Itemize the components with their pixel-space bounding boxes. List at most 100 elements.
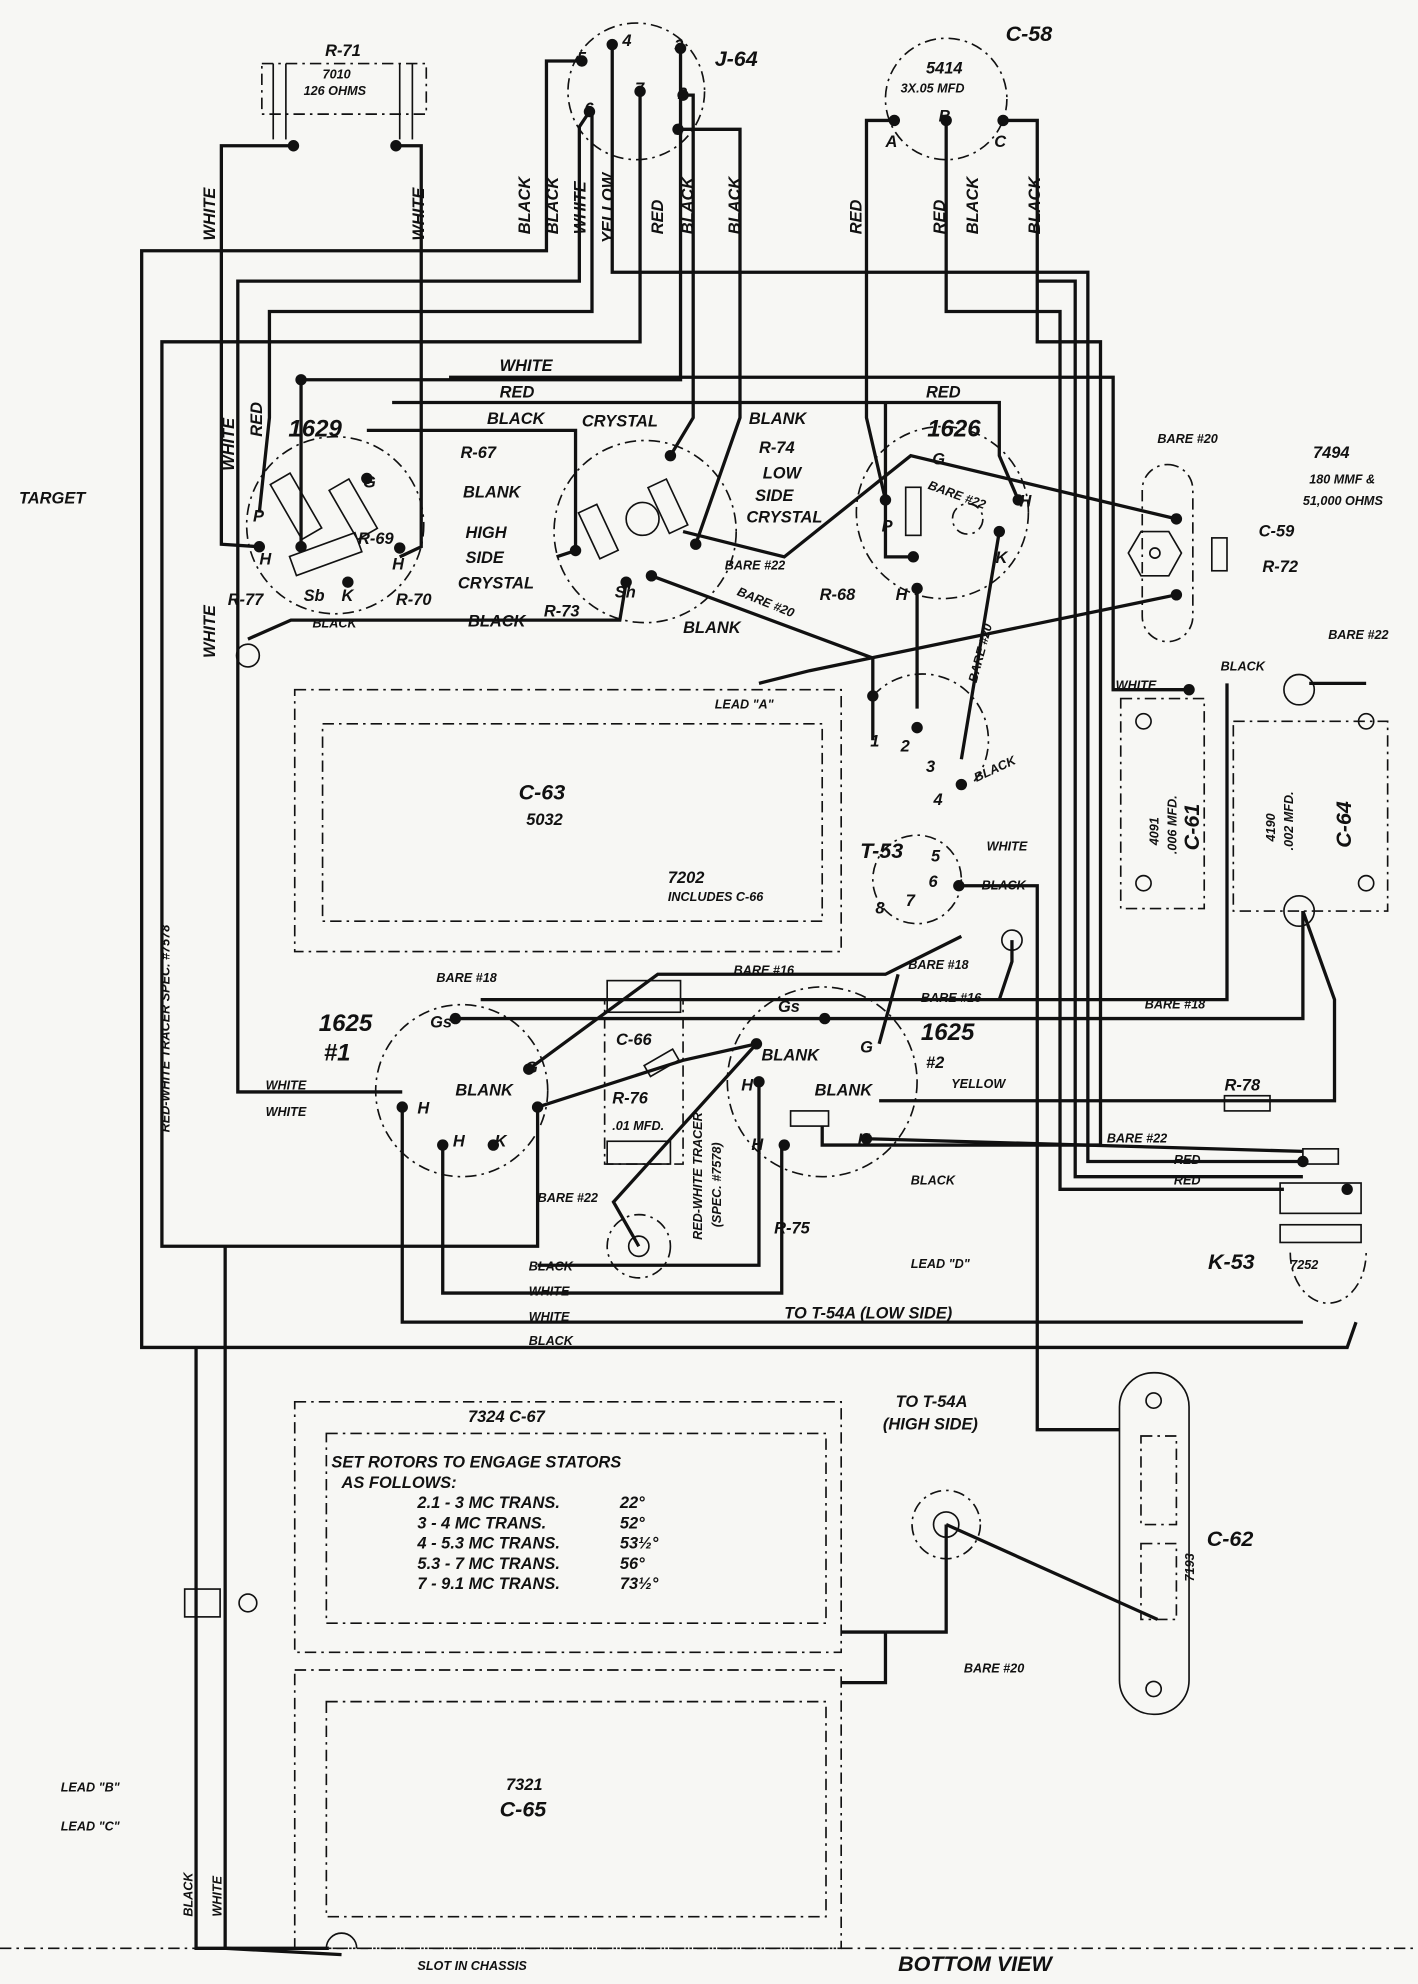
- terminal: [907, 551, 919, 563]
- wire-label: WHITE: [500, 357, 554, 375]
- c67-ref: 7324 C-67: [468, 1408, 546, 1426]
- c58-part: 5414: [926, 60, 963, 78]
- wire-label: RED: [931, 199, 949, 234]
- rotor-note-heading: AS FOLLOWS:: [341, 1474, 457, 1492]
- c63-ref: C-63: [519, 781, 566, 805]
- r67-label: R-67: [460, 444, 496, 462]
- r69-label: R-69: [358, 530, 394, 548]
- terminal: [690, 538, 702, 550]
- to-t54a-high-label: TO T-54A: [896, 1393, 968, 1411]
- pin-h: H: [453, 1132, 466, 1150]
- lead-c-label: LEAD "C": [61, 1820, 121, 1834]
- wire: [236, 110, 591, 1094]
- wire: [883, 402, 914, 559]
- pin-k: K: [495, 1132, 508, 1150]
- wire: [366, 428, 578, 559]
- j64-pin-4: 4: [621, 32, 631, 50]
- terminal: [396, 1101, 408, 1113]
- pin-h: H: [1020, 492, 1033, 510]
- high-side-label: HIGH: [465, 524, 507, 542]
- c64-part: 4190: [1264, 813, 1278, 842]
- j64-pin-7: 7: [635, 80, 645, 98]
- wire: [958, 884, 1120, 1432]
- c59-part: 7494: [1313, 444, 1350, 462]
- tube-1625-1: 1625 #1 Gs G H H K BLANK WHITE WHITE BAR…: [266, 971, 598, 1205]
- lead-b-label: LEAD "B": [61, 1780, 121, 1794]
- wire-label: RED: [248, 402, 266, 437]
- t53-pin: 6: [928, 873, 938, 891]
- wire-label: RED: [649, 199, 667, 234]
- pin-h: H: [417, 1099, 430, 1117]
- wire: [480, 683, 1229, 1002]
- wire: [219, 144, 294, 549]
- wire: [997, 940, 1014, 1001]
- wire-label: BLACK: [544, 176, 562, 235]
- wire: [455, 911, 1305, 1021]
- wire-label: BLACK: [964, 176, 982, 235]
- crystal-socket: CRYSTAL BLANK R-74 LOW SIDE CRYSTAL HIGH…: [458, 410, 823, 637]
- rotor-angle: 53½°: [620, 1535, 659, 1553]
- terminal: [253, 541, 266, 553]
- wire-label: BLACK: [312, 617, 357, 631]
- r70-label: R-70: [396, 591, 432, 609]
- wire-label: BLACK: [726, 176, 744, 235]
- target-label: TARGET: [19, 490, 87, 508]
- tube-number: #2: [926, 1054, 944, 1072]
- wire-label: WHITE: [266, 1105, 307, 1119]
- rotor-range: 2.1 - 3 MC TRANS.: [416, 1494, 559, 1512]
- terminal: [569, 544, 582, 557]
- wire-label: BLACK: [972, 753, 1019, 785]
- wire: [441, 1145, 784, 1295]
- c62-ref: C-62: [1207, 1527, 1254, 1551]
- tracer-label: RED-WHITE TRACER SPEC. #7578: [159, 925, 173, 1133]
- c59-ref: C-59: [1259, 523, 1295, 541]
- wire: [945, 1523, 1159, 1621]
- wire-label: WHITE: [572, 180, 590, 234]
- wire: [160, 91, 642, 1248]
- bare-wire-label: BARE #22: [1328, 628, 1388, 642]
- j64-ref: J-64: [715, 47, 758, 71]
- pin-g: G: [363, 473, 376, 491]
- t53-pin: 4: [933, 791, 943, 809]
- top-wire-labels: WHITE WHITE BLACK BLACK WHITE YELLOW RED…: [201, 171, 1044, 658]
- k53-ref: K-53: [1208, 1250, 1255, 1274]
- terminal: [390, 140, 402, 152]
- high-side-label: CRYSTAL: [458, 574, 534, 592]
- pin-sh: Sh: [615, 583, 636, 601]
- wire: [449, 375, 1190, 692]
- terminal: [634, 85, 646, 98]
- bottom-wire-labels: BLACK WHITE WHITE BLACK TO T-54A (LOW SI…: [159, 925, 971, 1348]
- low-side-label: SIDE: [755, 487, 794, 505]
- lead-d-label: LEAD "D": [911, 1257, 971, 1271]
- wire-label: RED: [500, 383, 535, 401]
- capacitor-c65: 7321 C-65: [293, 1669, 843, 1950]
- terminal: [753, 1076, 765, 1088]
- c66-note: INCLUDES C-66: [668, 890, 764, 904]
- r71-value: 126 OHMS: [304, 84, 367, 98]
- wire-label: WHITE: [201, 604, 219, 658]
- r78-ref: R-78: [1224, 1077, 1260, 1095]
- low-side-label: CRYSTAL: [746, 509, 822, 527]
- wire-label: BLACK: [468, 612, 527, 630]
- crystal-label: CRYSTAL: [582, 413, 658, 431]
- wire: [537, 1081, 761, 1267]
- wire-label: WHITE: [529, 1310, 570, 1324]
- j64-pin-1: 1: [674, 120, 683, 138]
- wire: [841, 1632, 888, 1685]
- terminal: [583, 105, 596, 118]
- bare-wire-label: BARE #22: [1107, 1132, 1167, 1146]
- wire: [257, 114, 594, 513]
- wire-label: RED: [847, 199, 865, 234]
- k53-part: 7252: [1290, 1258, 1318, 1272]
- r72-ref: R-72: [1262, 558, 1298, 576]
- wire: [944, 120, 1284, 1191]
- terminal: [576, 55, 588, 67]
- j64-pin-5: 5: [577, 50, 587, 68]
- bare-wire-label: BARE #16: [921, 991, 982, 1005]
- capacitor-c58: C-58 5414 3X.05 MFD A B C: [884, 22, 1052, 161]
- wire: [682, 453, 1177, 559]
- wire-label: WHITE: [220, 417, 238, 471]
- pin-h: H: [259, 550, 272, 568]
- t53-pin: 7: [906, 892, 916, 910]
- terminal: [1341, 1183, 1353, 1196]
